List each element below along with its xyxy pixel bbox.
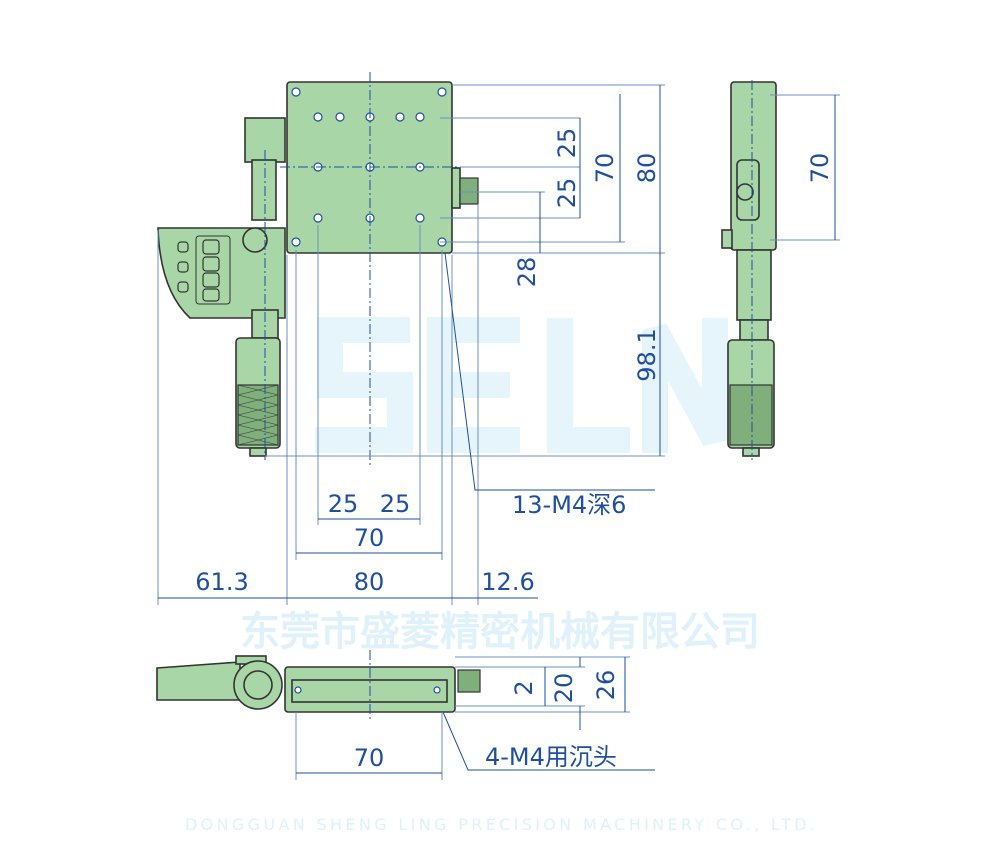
hole [313, 112, 323, 122]
knurled-grip [237, 384, 279, 446]
hole [291, 87, 301, 97]
extension-lines [157, 84, 840, 780]
front-view [156, 655, 481, 713]
dim-70-horizontal: 70 [354, 524, 385, 552]
micrometer-sleeve [251, 159, 277, 221]
dim-25-vertical-upper: 25 [553, 128, 581, 159]
side-knurl [729, 384, 773, 446]
side-screw [736, 183, 754, 201]
countersunk-callout: 4-M4用沉头 [485, 743, 617, 771]
hole [395, 112, 405, 122]
hole [291, 237, 301, 247]
dimension-lines [158, 85, 836, 774]
display-buttons [177, 239, 220, 302]
side-tab [721, 229, 733, 249]
front-knob [457, 669, 481, 693]
knurl-pattern [237, 384, 279, 446]
dim-25-vertical-lower: 25 [553, 178, 581, 209]
countersunk-hole [294, 686, 302, 694]
clamp-knob [459, 177, 479, 205]
lock-knob [242, 227, 268, 253]
front-dim-70: 70 [354, 744, 385, 772]
front-barrel-inner [243, 670, 273, 700]
watermark-company-en: DONGGUAN SHENG LING PRECISION MACHINERY … [185, 815, 815, 834]
watermark-company-cn: 东莞市盛菱精密机械有限公司 [240, 609, 760, 655]
dim-70-vertical: 70 [591, 153, 619, 184]
dimension-labels: 25 25 70 80 28 98.1 25 25 70 61.3 80 12.… [195, 128, 834, 772]
spindle-holder [451, 167, 461, 209]
dim-25-horizontal-right: 25 [380, 490, 411, 518]
side-sleeve [736, 249, 772, 321]
micrometer-tip [249, 447, 267, 457]
hole [415, 112, 425, 122]
front-dim-20: 20 [550, 673, 578, 704]
dim-80-vertical: 80 [633, 153, 661, 184]
lcd-window [195, 235, 231, 305]
tapped-holes-callout: 13-M4深6 [512, 491, 626, 519]
dim-80-horizontal: 80 [354, 568, 385, 596]
mounting-holes [291, 87, 447, 247]
hole [335, 112, 345, 122]
dim-61-3-horizontal: 61.3 [195, 568, 248, 596]
side-tip [742, 447, 760, 457]
countersunk-hole [433, 686, 441, 694]
front-dim-2: 2 [510, 680, 538, 695]
side-barrel [739, 319, 769, 341]
dim-25-horizontal-left: 25 [328, 490, 359, 518]
hole [437, 87, 447, 97]
side-dim-70: 70 [806, 153, 834, 184]
front-dim-26: 26 [592, 670, 620, 701]
hole [313, 213, 323, 223]
dim-12-6-horizontal: 12.6 [481, 568, 534, 596]
dim-28-vertical: 28 [513, 257, 541, 288]
side-view [721, 81, 777, 457]
hole [415, 213, 425, 223]
center-lines [264, 72, 753, 720]
front-display [156, 661, 241, 701]
dim-98-1-vertical: 98.1 [633, 328, 661, 381]
